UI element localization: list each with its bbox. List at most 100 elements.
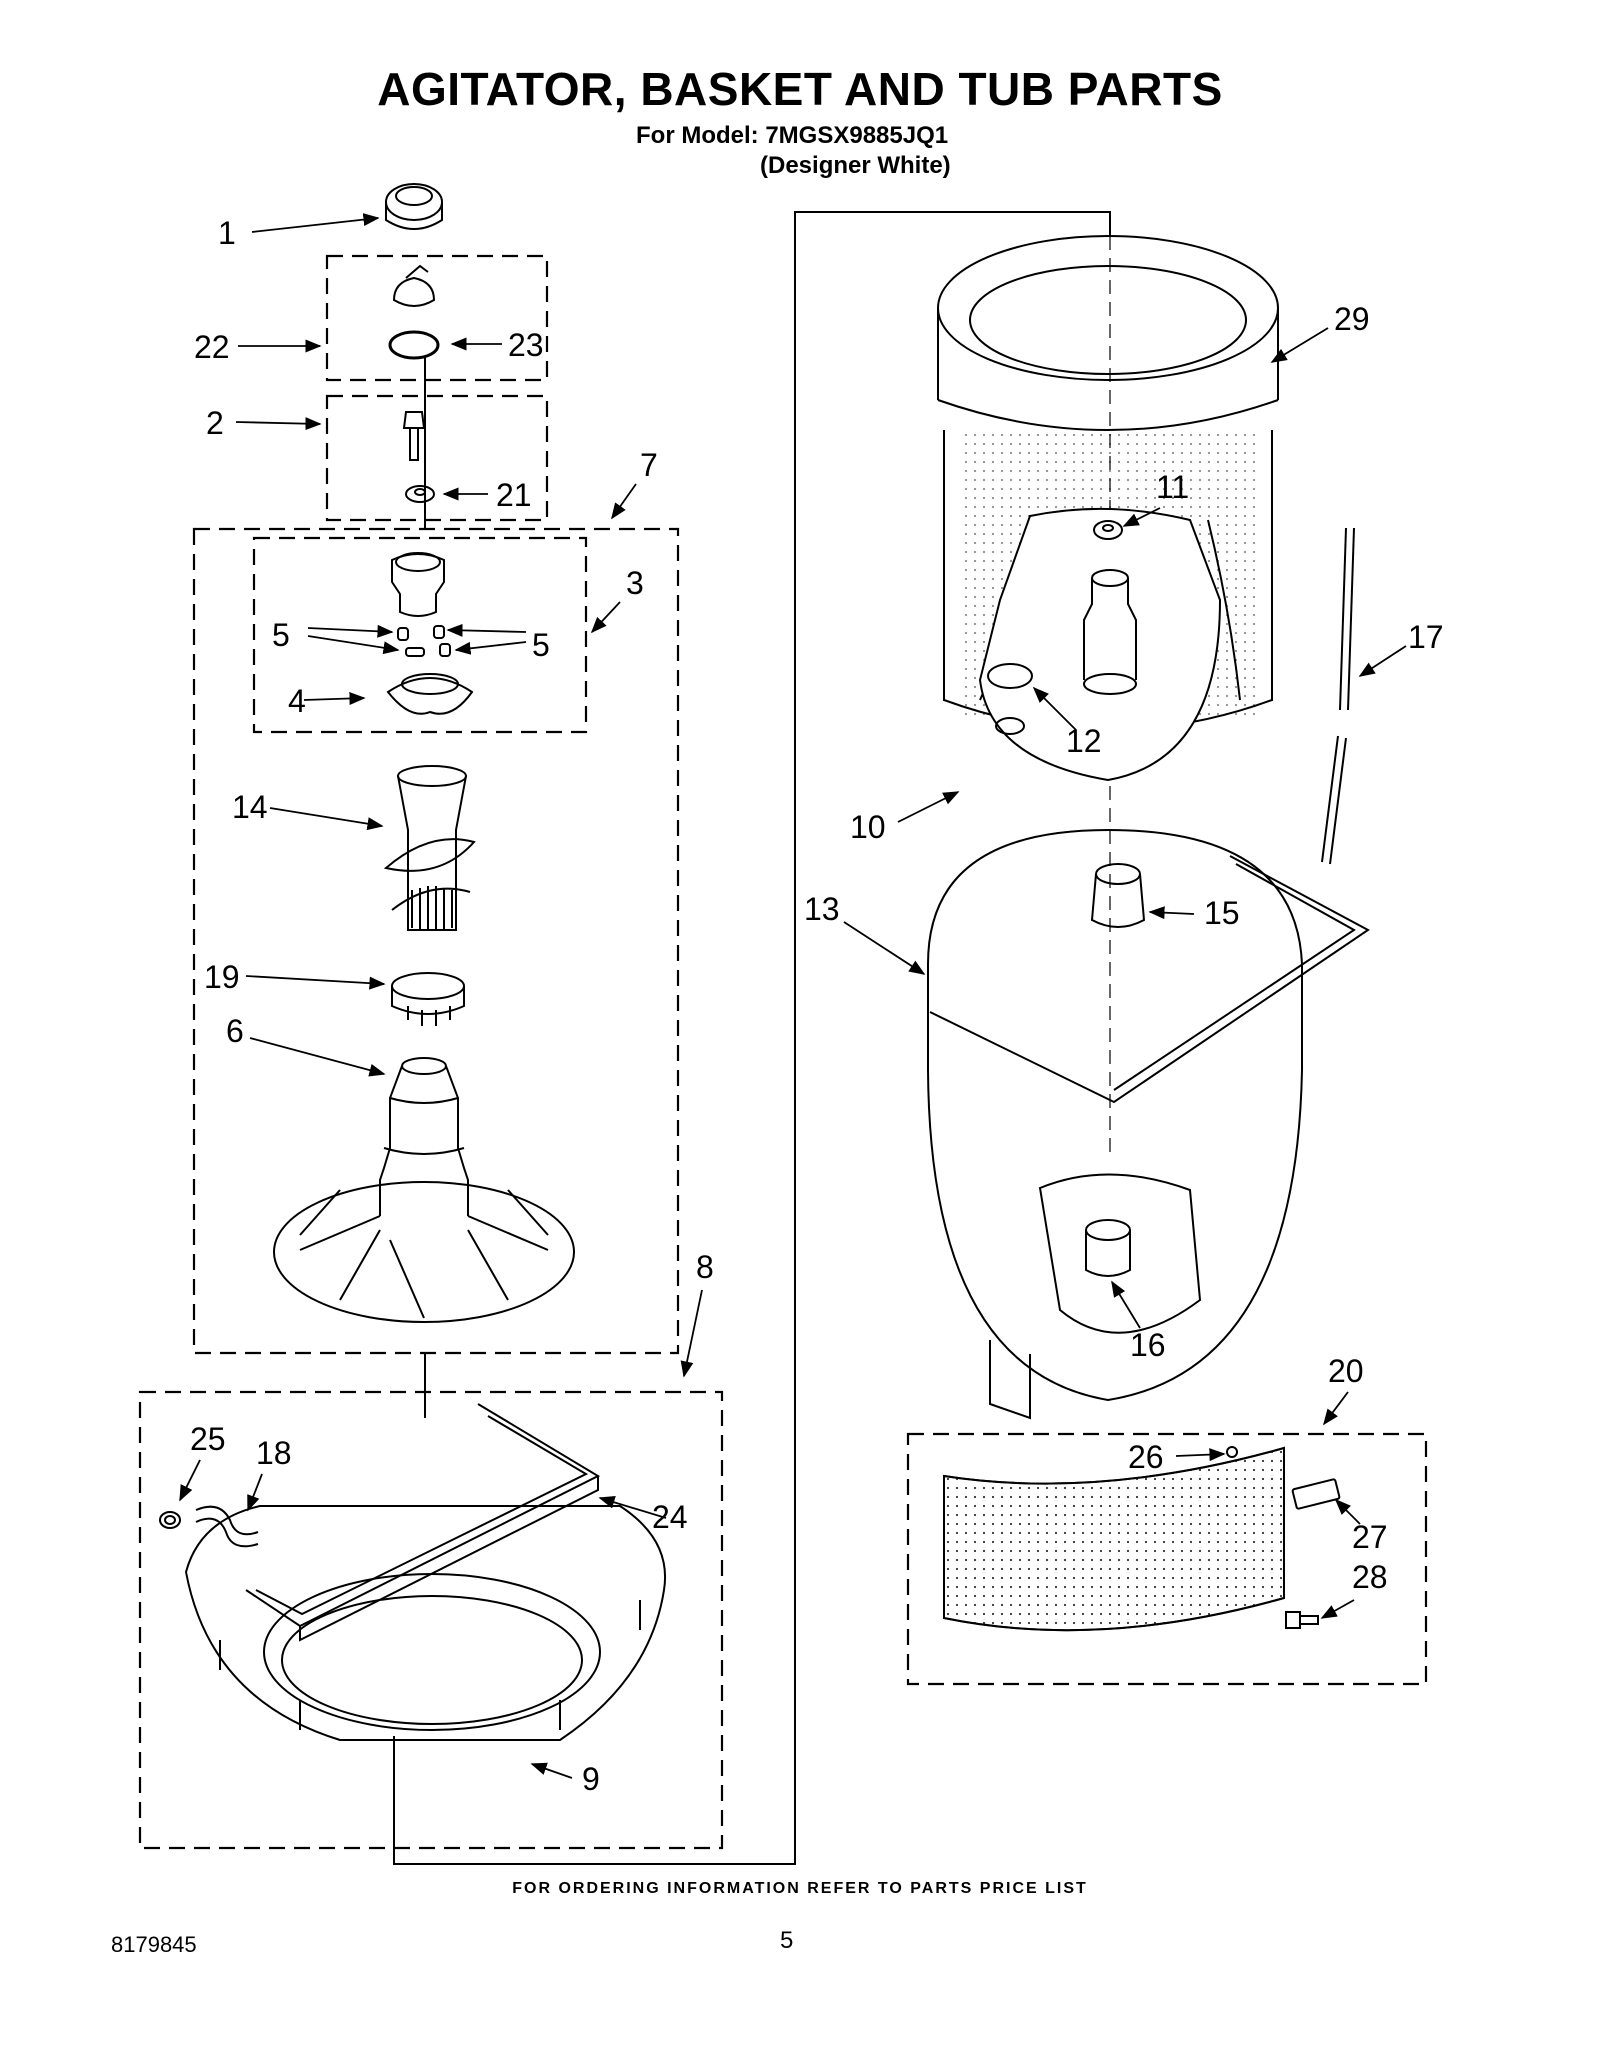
part-24-frame bbox=[245, 1403, 601, 1642]
part-17-hose bbox=[1321, 527, 1355, 865]
part-14-auger bbox=[383, 765, 476, 931]
callout-6: 6 bbox=[226, 1013, 244, 1049]
page-title: AGITATOR, BASKET AND TUB PARTS bbox=[377, 63, 1223, 115]
part-5-dogs bbox=[397, 625, 451, 657]
callout-5-left: 5 bbox=[272, 617, 290, 653]
part-19-ring bbox=[391, 972, 465, 1026]
leader-7 bbox=[611, 483, 637, 520]
leader-19 bbox=[245, 975, 386, 990]
callout-7: 7 bbox=[640, 447, 658, 483]
leader-26 bbox=[1175, 1448, 1226, 1462]
callout-25: 25 bbox=[190, 1421, 226, 1457]
callout-11: 11 bbox=[1156, 469, 1189, 505]
callout-16: 16 bbox=[1130, 1327, 1166, 1363]
callout-5-right: 5 bbox=[532, 627, 550, 663]
leader-10 bbox=[897, 791, 960, 823]
group-box-7 bbox=[192, 527, 680, 1355]
part-21-washer bbox=[405, 485, 435, 503]
callout-4: 4 bbox=[288, 683, 306, 719]
part-20-shield bbox=[943, 1446, 1285, 1632]
callout-22: 22 bbox=[194, 329, 230, 365]
part-29-balance-ring bbox=[937, 235, 1279, 431]
leader-6 bbox=[249, 1037, 386, 1077]
callout-3: 3 bbox=[626, 565, 644, 601]
leader-8 bbox=[680, 1289, 703, 1378]
leader-5a-1 bbox=[307, 624, 394, 638]
part-4-ring bbox=[386, 673, 474, 715]
leader-27 bbox=[1334, 1498, 1361, 1525]
part-23-seal-ring bbox=[388, 330, 440, 360]
leader-25 bbox=[179, 1459, 201, 1502]
leader-2 bbox=[235, 417, 322, 431]
callout-20: 20 bbox=[1328, 1353, 1364, 1389]
leader-20 bbox=[1323, 1391, 1349, 1426]
callout-21: 21 bbox=[496, 477, 532, 513]
part-11-nut bbox=[1093, 520, 1123, 540]
leader-1 bbox=[251, 213, 380, 233]
part-9-tub-ring bbox=[184, 1505, 666, 1741]
part-12-plug bbox=[987, 663, 1033, 735]
part-10-basket bbox=[943, 430, 1273, 782]
leader-12 bbox=[1032, 686, 1077, 731]
part-2-bolt bbox=[402, 411, 426, 461]
part-22-cap-insert bbox=[392, 264, 436, 307]
leader-5b-1 bbox=[446, 623, 527, 637]
page-number: 5 bbox=[780, 1927, 794, 1954]
model-variant: (Designer White) bbox=[760, 152, 951, 179]
part-13-tub bbox=[927, 828, 1370, 1420]
leader-4 bbox=[303, 692, 366, 705]
basket-hub bbox=[1083, 569, 1137, 695]
leader-29 bbox=[1270, 327, 1329, 363]
callout-13: 13 bbox=[804, 891, 840, 927]
part-16-seal bbox=[1085, 1219, 1131, 1277]
callout-14: 14 bbox=[232, 789, 268, 825]
callout-24: 24 bbox=[652, 1499, 688, 1535]
callout-1: 1 bbox=[218, 215, 236, 251]
callout-17: 17 bbox=[1408, 619, 1444, 655]
group-box-20 bbox=[906, 1432, 1428, 1686]
callout-8: 8 bbox=[696, 1249, 714, 1285]
leader-13 bbox=[843, 921, 926, 975]
callout-27: 27 bbox=[1352, 1519, 1388, 1555]
callout-19: 19 bbox=[204, 959, 240, 995]
part-6-agitator-base bbox=[273, 1057, 575, 1323]
leader-16 bbox=[1111, 1280, 1141, 1329]
callout-18: 18 bbox=[256, 1435, 292, 1471]
group-box-8 bbox=[138, 1390, 724, 1850]
part-3-cam bbox=[391, 552, 445, 617]
part-1-cap bbox=[385, 183, 443, 230]
callout-28: 28 bbox=[1352, 1559, 1388, 1595]
leader-5b-2 bbox=[454, 641, 527, 655]
part-26-clip bbox=[1226, 1446, 1238, 1458]
callout-12: 12 bbox=[1066, 723, 1102, 759]
document-number: 8179845 bbox=[111, 1932, 197, 1957]
leader-18 bbox=[247, 1473, 263, 1512]
part-28-screw bbox=[1285, 1611, 1319, 1629]
callout-23: 23 bbox=[508, 327, 544, 363]
leader-5a-2 bbox=[307, 635, 400, 655]
leader-15 bbox=[1148, 906, 1195, 920]
part-27-plate bbox=[1291, 1478, 1341, 1510]
model-number: For Model: 7MGSX9885JQ1 bbox=[636, 122, 949, 149]
ordering-note: FOR ORDERING INFORMATION REFER TO PARTS … bbox=[512, 1880, 1088, 1897]
leader-3 bbox=[590, 601, 621, 634]
callout-2: 2 bbox=[206, 405, 224, 441]
callout-9: 9 bbox=[582, 1761, 600, 1797]
part-18-hose bbox=[195, 1505, 259, 1548]
callout-26: 26 bbox=[1128, 1439, 1164, 1475]
leader-17 bbox=[1358, 645, 1407, 677]
group-box-3 bbox=[252, 536, 588, 734]
part-15-coupling bbox=[1090, 863, 1146, 928]
callout-15: 15 bbox=[1204, 895, 1240, 931]
leader-14 bbox=[269, 807, 384, 831]
leader-24 bbox=[598, 1496, 667, 1519]
connector-line bbox=[393, 211, 1111, 1865]
leader-28 bbox=[1320, 1599, 1355, 1619]
callout-10: 10 bbox=[850, 809, 886, 845]
part-25-clamp bbox=[159, 1511, 181, 1529]
callout-29: 29 bbox=[1334, 301, 1370, 337]
leader-9 bbox=[530, 1762, 573, 1779]
leader-11 bbox=[1122, 507, 1161, 527]
group-box-22 bbox=[325, 254, 549, 382]
